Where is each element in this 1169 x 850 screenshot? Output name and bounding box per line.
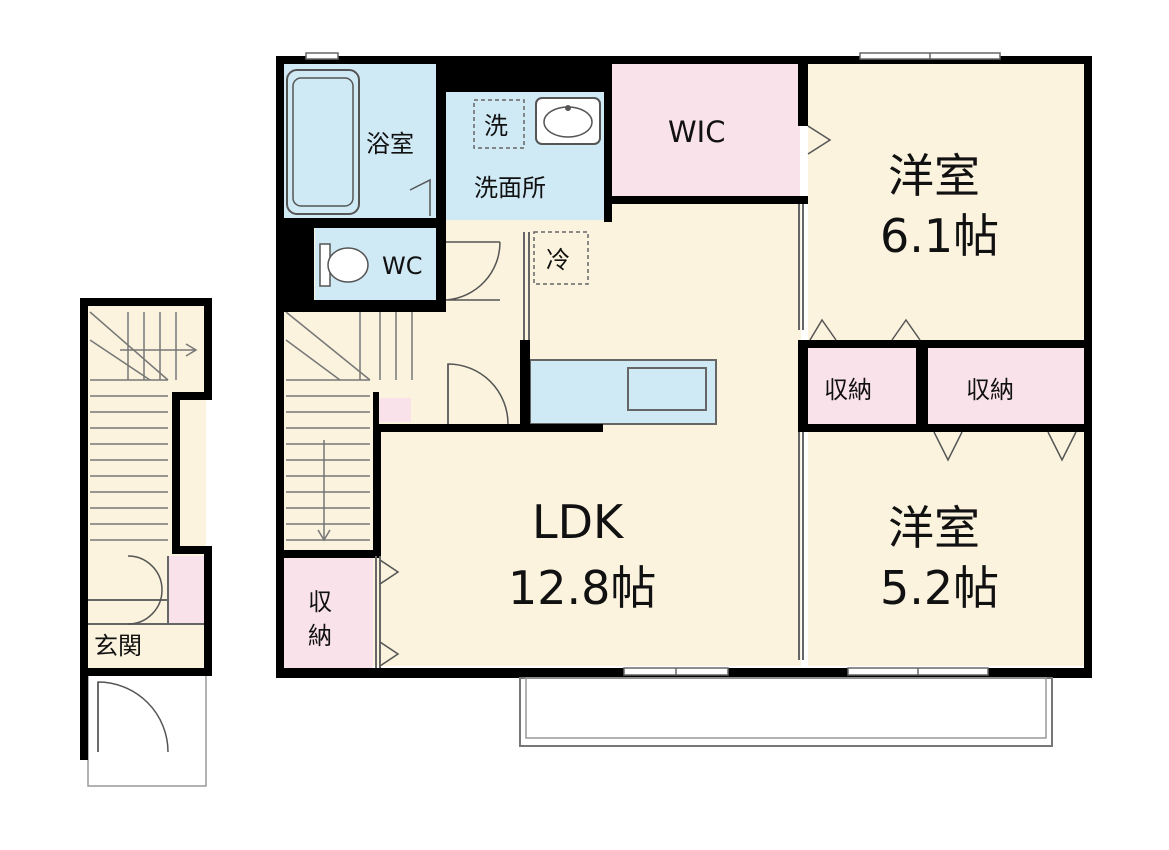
balcony-inner (525, 677, 1047, 739)
entrance-storage-floor (168, 556, 204, 624)
western-room-2-floor (808, 430, 1084, 666)
western-room-1-name: 洋室 (888, 149, 980, 203)
storage-2-label: 収納 (966, 376, 1014, 404)
western-room-1-size: 6.1帖 (880, 209, 999, 263)
storage-1-label: 収納 (824, 376, 872, 404)
toilet-label: WC (382, 252, 423, 280)
partitions (88, 204, 804, 668)
bathtub (286, 69, 360, 215)
washroom-label: 洗面所 (474, 174, 546, 202)
entrance-label: 玄関 (94, 632, 142, 660)
stairs-floor (283, 312, 373, 550)
storage-ldk-label-2: 納 (308, 622, 332, 650)
washbasin-drain (565, 105, 571, 111)
small-storage-floor (377, 398, 411, 422)
storage-ldk-label-1: 収 (308, 588, 332, 616)
western-room-2-size: 5.2帖 (880, 561, 999, 615)
room-labels: 浴室 洗 洗面所 WIC WC 冷 洋室 6.1帖 収納 収納 LDK 12.8… (94, 112, 1014, 660)
windows (305, 52, 1001, 676)
room-fills (87, 64, 1084, 787)
stairs (89, 311, 413, 542)
western-room-1-floor (808, 64, 1084, 340)
bathtub-inner (292, 77, 354, 207)
entrance-exterior (87, 673, 207, 787)
fridge-space (533, 231, 589, 285)
fridge-label: 冷 (546, 246, 570, 274)
ldk-name: LDK (532, 495, 625, 549)
western-room-2-name: 洋室 (888, 501, 980, 555)
doors (97, 125, 1077, 753)
balcony (519, 677, 1053, 747)
bathroom-label: 浴室 (366, 130, 414, 158)
toilet-bowl (327, 247, 369, 283)
storage-1-floor (808, 346, 918, 426)
wic-floor (612, 64, 800, 198)
storage-2-floor (928, 346, 1084, 426)
storage-ldk-floor (283, 556, 373, 668)
wic-label: WIC (668, 115, 725, 149)
washer-space (473, 99, 525, 149)
fixtures (286, 69, 601, 287)
sink (627, 367, 707, 411)
washer-label: 洗 (484, 112, 508, 140)
ldk-size: 12.8帖 (508, 561, 656, 615)
